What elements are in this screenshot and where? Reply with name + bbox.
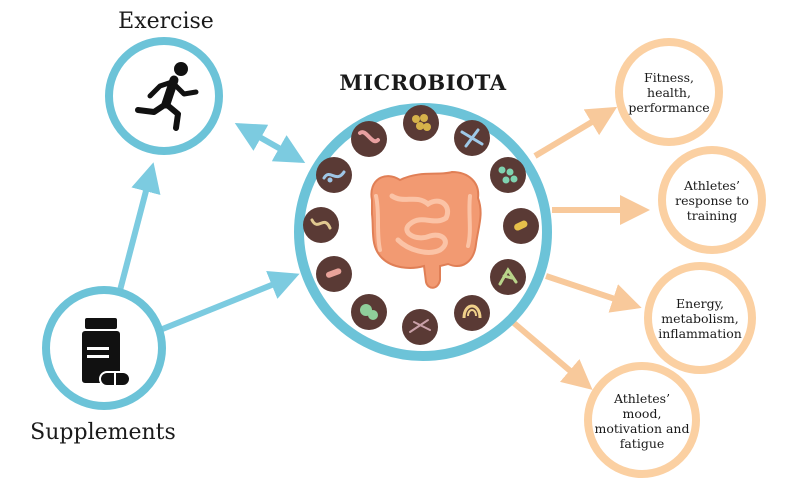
microbe-12 — [316, 157, 352, 193]
microbe-4 — [490, 157, 526, 193]
microbiota-title: MICROBIOTA — [339, 70, 507, 95]
outcome-circle-4 — [584, 362, 700, 478]
arrow-supplements-to-exercise — [115, 162, 161, 299]
microbe-9 — [351, 294, 387, 330]
arrow-supplements-to-microbiota — [158, 271, 300, 333]
microbe-6 — [490, 259, 526, 295]
microbe-3 — [454, 120, 490, 156]
intestine-icon — [370, 170, 482, 289]
microbe-1 — [351, 121, 387, 157]
outcome-label-4: Athletes’ mood, motivation and fatigue — [594, 391, 690, 451]
outcome-label-2: Athletes’ response to training — [675, 177, 749, 223]
outcome-circle-1 — [615, 38, 723, 146]
outcome-circle-3 — [644, 262, 756, 374]
arrow-to-outcome-3 — [545, 273, 642, 313]
arrow-to-outcome-4 — [506, 315, 593, 390]
microbe-2 — [403, 105, 439, 141]
exercise-label: Exercise — [118, 9, 214, 34]
outcome-label-1: Fitness, health, performance — [628, 69, 710, 115]
supplement-bottle-icon — [82, 318, 131, 387]
supplements-label: Supplements — [30, 420, 176, 445]
arrow-to-outcome-1 — [533, 106, 618, 159]
arrow-exercise-microbiota — [234, 123, 306, 163]
microbe-10 — [316, 256, 352, 292]
microbe-11 — [303, 207, 339, 243]
running-person-icon — [135, 62, 199, 131]
microbe-5 — [503, 208, 539, 244]
outcome-circle-2 — [658, 146, 766, 254]
microbe-7 — [454, 295, 490, 331]
microbe-8 — [402, 309, 438, 345]
outcome-label-3: Energy, metabolism, inflammation — [658, 295, 742, 341]
